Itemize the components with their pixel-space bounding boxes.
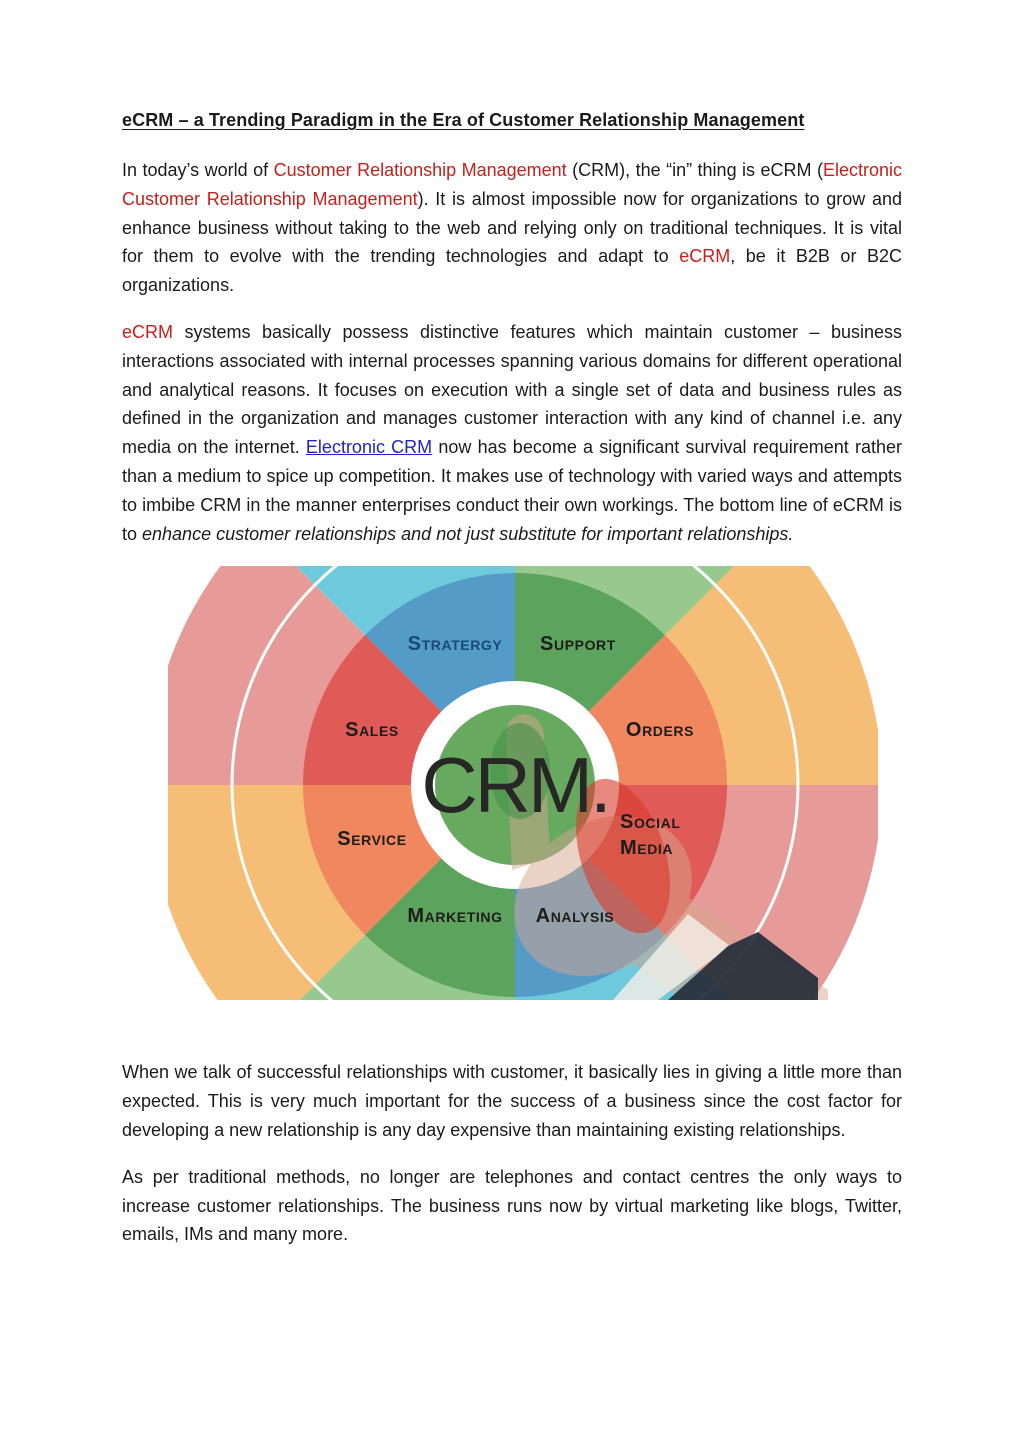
paragraph-traditional-methods: As per traditional methods, no longer ar…: [122, 1163, 902, 1249]
text-run: When we talk of successful relationships…: [122, 1062, 902, 1140]
text-run: systems basically possess distinctive fe…: [122, 321, 902, 458]
fingertip-green-tint: [490, 723, 550, 820]
highlight-crm-term: Customer Relationship Management: [273, 160, 567, 180]
paragraph-systems: eCRM systems basically possess distincti…: [122, 318, 902, 548]
text-run: now has become a significant survival re…: [122, 437, 902, 544]
label-marketing: Marketing: [407, 905, 502, 927]
label-orders: Orders: [626, 719, 694, 741]
crm-wheel-diagram: Stratergy Support Sales Orders Service S…: [168, 566, 878, 1001]
outer-ring-divider-arc: [230, 566, 800, 1001]
label-analysis: Analysis: [536, 905, 615, 927]
highlight-ecrm-term: Electronic Customer Relationship Managem…: [122, 160, 902, 209]
highlight-ecrm: eCRM: [679, 246, 731, 267]
label-support: Support: [540, 633, 616, 655]
text-run: (CRM), the “in” thing is eCRM (: [566, 160, 823, 180]
electronic-crm-link[interactable]: Electronic CRM: [305, 437, 433, 458]
label-sales: Sales: [345, 719, 399, 741]
paragraph-relationships: When we talk of successful relationships…: [122, 1058, 902, 1144]
crm-center-label: CRM.: [421, 741, 608, 829]
emphasis-run: enhance customer relationships and not j…: [142, 523, 794, 544]
text-run: ). It is almost impossible now for organ…: [122, 188, 902, 267]
hand: [490, 714, 828, 1001]
shirt-cuff: [613, 914, 730, 1001]
label-service: Service: [337, 828, 406, 850]
text-run: , be it B2B or B2C organizations.: [122, 246, 902, 296]
highlight-ecrm: eCRM: [122, 321, 174, 342]
label-media: Media: [620, 837, 673, 859]
segment-labels: Stratergy Support Sales Orders Service S…: [337, 633, 694, 927]
document-page: eCRM – a Trending Paradigm in the Era of…: [122, 110, 902, 1249]
suit-sleeve: [668, 932, 818, 1001]
text-run: As per traditional methods, no longer ar…: [122, 1166, 902, 1245]
label-social: Social: [620, 811, 681, 833]
label-stratergy: Stratergy: [408, 633, 503, 655]
paragraph-intro: In today’s world of Customer Relationshi…: [122, 156, 902, 300]
red-marker: [576, 779, 670, 934]
page-title: eCRM – a Trending Paradigm in the Era of…: [122, 110, 902, 131]
page-title-text: eCRM – a Trending Paradigm in the Era of…: [122, 110, 805, 130]
text-run: In today’s world of: [122, 160, 274, 180]
